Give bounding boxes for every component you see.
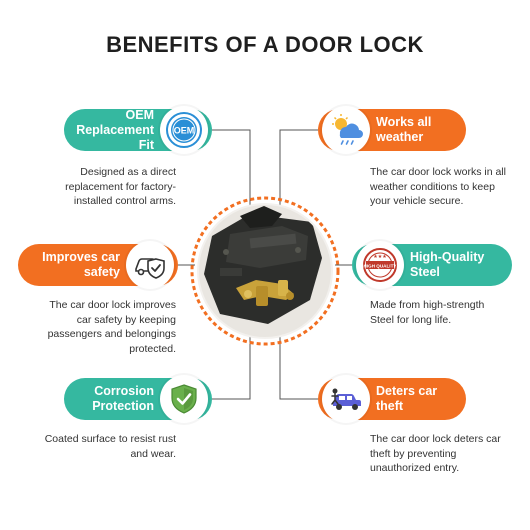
benefit-desc-quality-steel: Made from high-strength Steel for long l… (370, 299, 485, 326)
oem-badge-text: OEM (174, 126, 195, 136)
benefit-desc-theft: The car door lock deters car theft by pr… (370, 433, 501, 474)
benefit-pill-oem-fit: OEM Replacement Fit OEM (64, 106, 212, 154)
benefit-desc-car-safety: The car door lock improves car safety by… (47, 299, 176, 355)
benefit-title-car-safety: Improves car safety (42, 250, 120, 279)
quality-stamp-text: HIGH QUALITY (364, 263, 397, 268)
oem-badge-icon: OEM (160, 106, 208, 154)
weather-icon (322, 106, 370, 154)
door-lock-image (190, 196, 340, 346)
benefit-pill-car-safety: Improves car safety (18, 241, 178, 289)
benefit-pill-all-weather: Works all weather (318, 106, 466, 154)
benefit-pill-quality-steel: High-Quality Steel HIGH QUALITY ★★★ (352, 241, 512, 289)
benefit-desc-corrosion: Coated surface to resist rust and wear. (44, 433, 176, 460)
check-shield-icon (160, 375, 208, 423)
benefit-title-oem-fit: OEM Replacement Fit (76, 107, 154, 152)
benefit-desc-oem-fit: Designed as a direct replacement for fac… (65, 166, 176, 207)
benefit-title-quality-steel: High-Quality Steel (410, 250, 485, 279)
car-shield-icon (126, 241, 174, 289)
thief-car-icon (322, 375, 370, 423)
benefit-title-corrosion: Corrosion Protection (92, 384, 154, 413)
page-title: BENEFITS OF A DOOR LOCK (106, 32, 424, 57)
benefit-title-theft: Deters car theft (376, 384, 438, 413)
svg-text:★★★: ★★★ (373, 254, 387, 260)
benefit-pill-theft: Deters car theft (318, 375, 466, 423)
benefit-title-all-weather: Works all weather (376, 115, 432, 144)
quality-stamp-icon: HIGH QUALITY ★★★ (356, 241, 404, 289)
benefit-desc-all-weather: The car door lock works in all weather c… (370, 166, 506, 207)
benefit-pill-corrosion: Corrosion Protection (64, 375, 212, 423)
